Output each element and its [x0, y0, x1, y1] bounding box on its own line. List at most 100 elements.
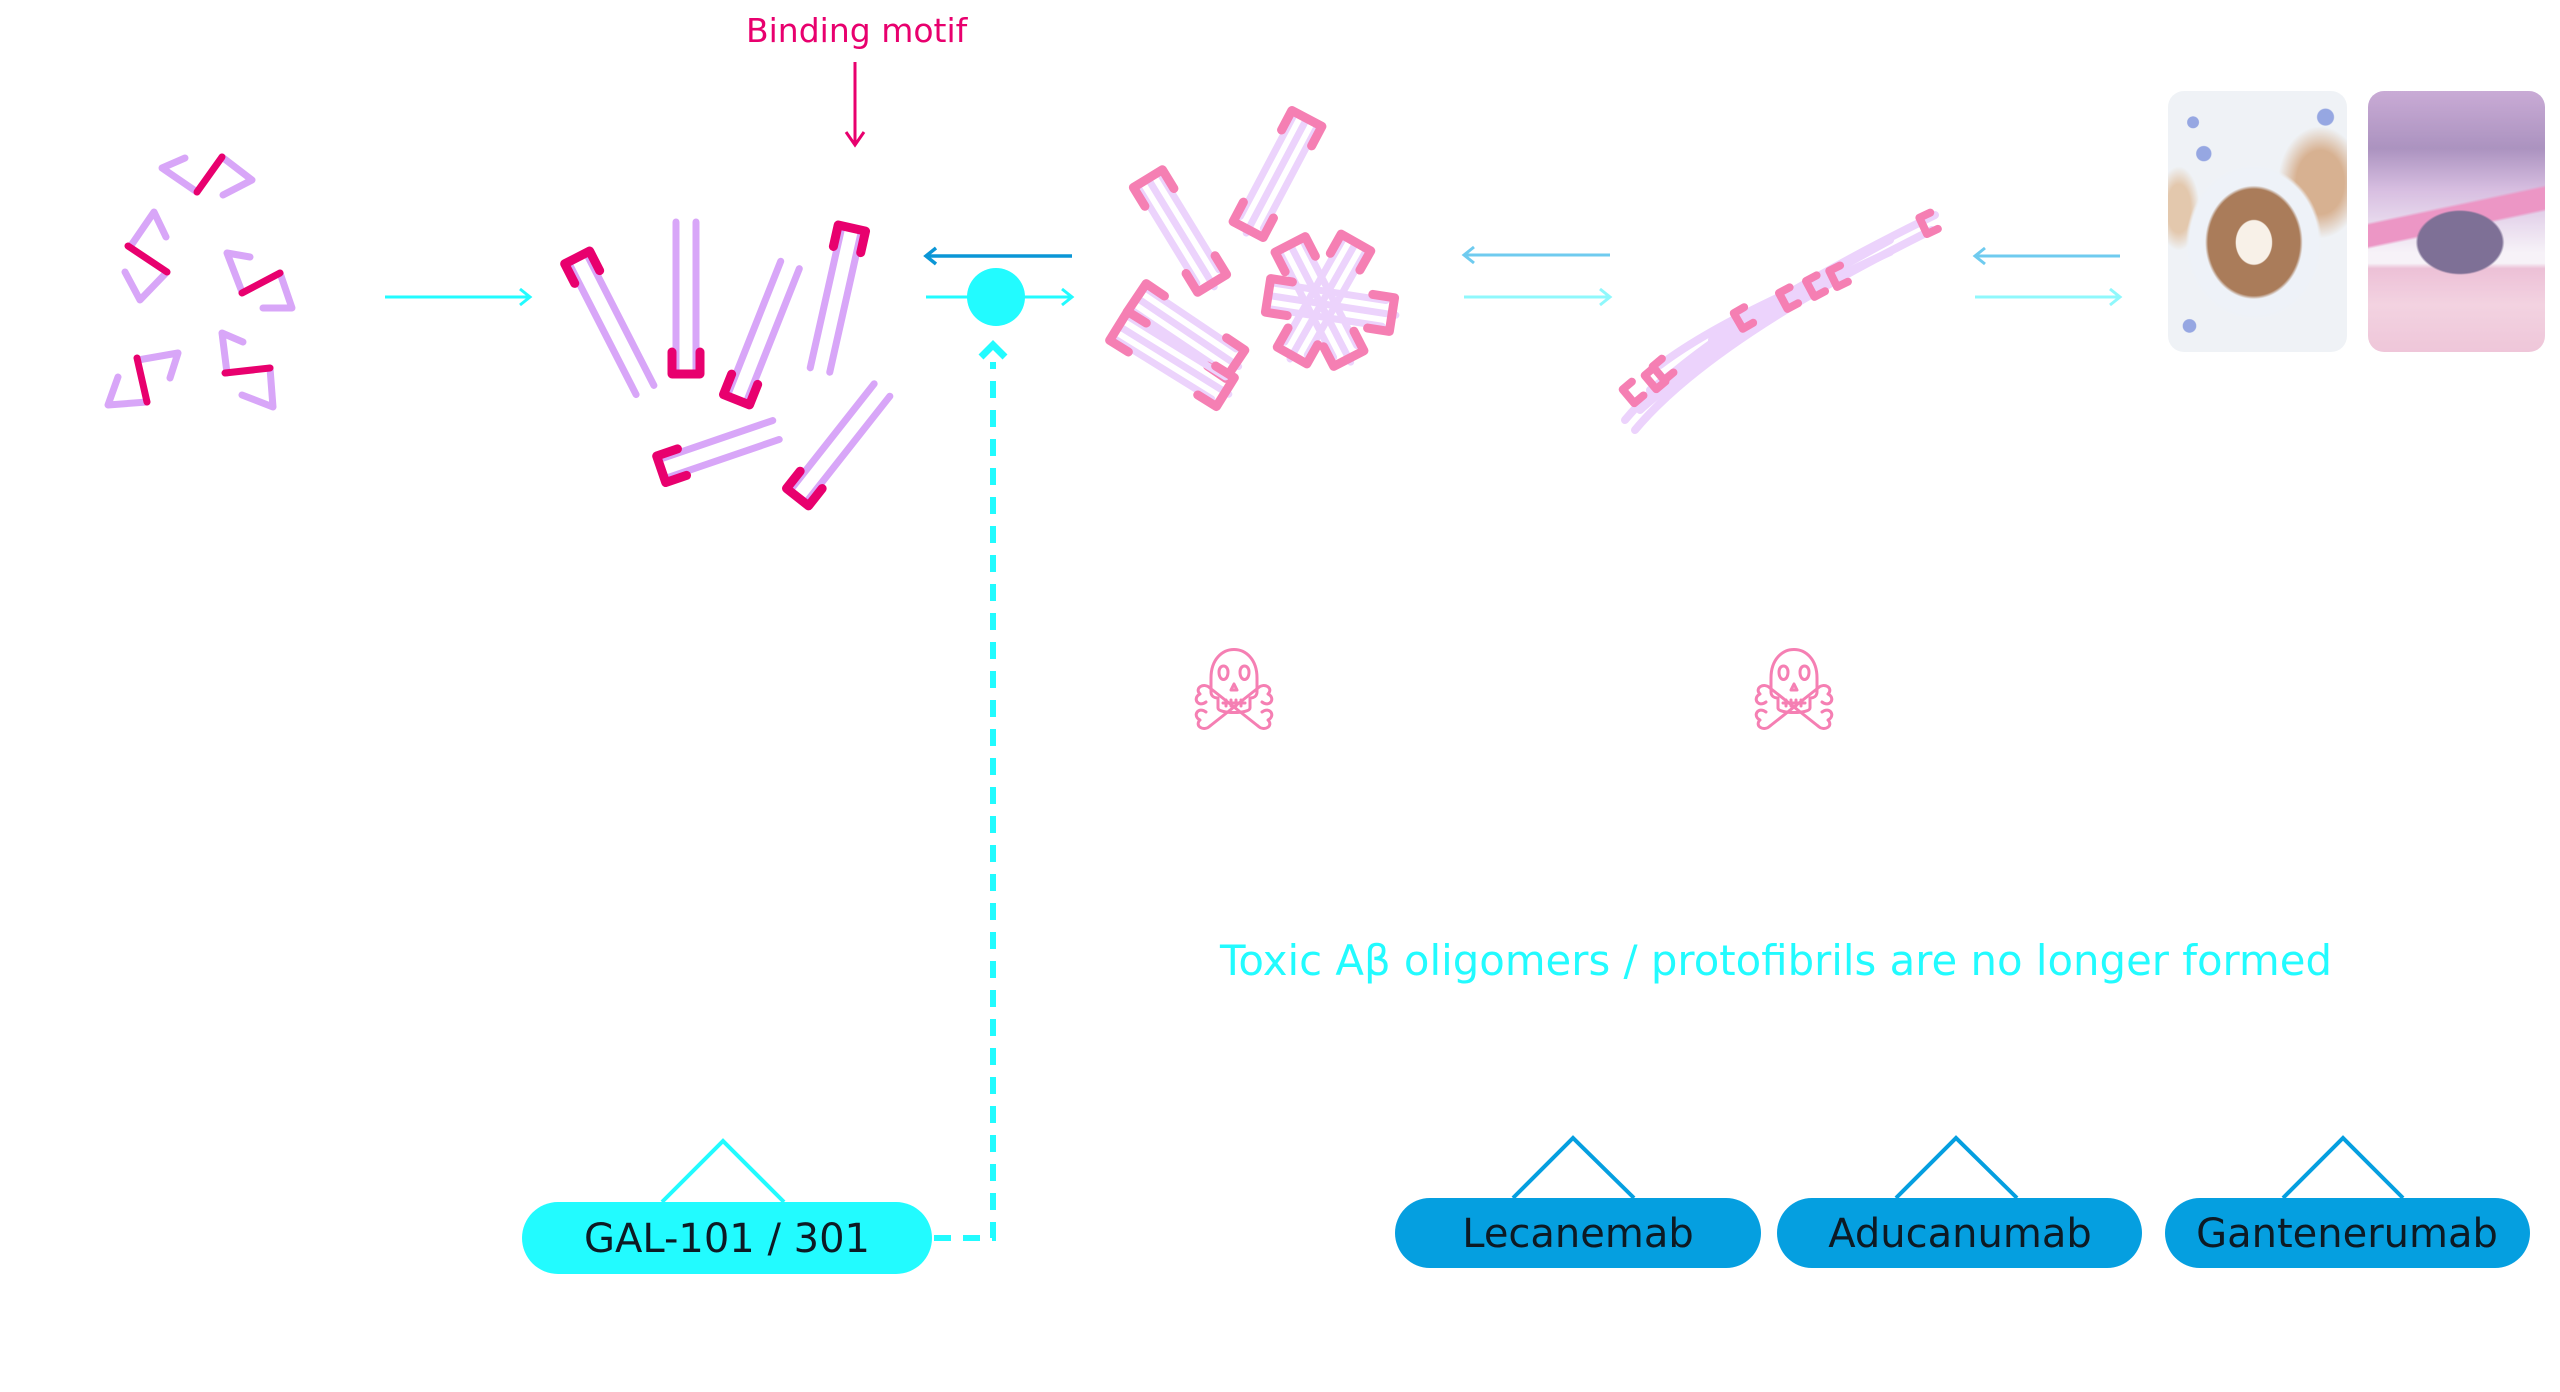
binding-motif-hook — [1775, 283, 1803, 313]
drug-gantenerumab[interactable]: Gantenerumab — [2165, 1135, 2530, 1268]
drug-pill[interactable] — [1777, 1198, 2142, 1268]
monomer-arm — [121, 268, 171, 304]
dashed-connector-arrowhead — [978, 340, 1008, 360]
binding-motif-hook — [1825, 261, 1852, 291]
rod-strand — [725, 257, 785, 396]
skull-crossbones-icon — [1754, 648, 1834, 730]
hook-shape — [1825, 261, 1852, 291]
motif-aggregate — [782, 380, 894, 511]
monomer — [218, 329, 277, 411]
drug-name: GAL-101 / 301 — [584, 1216, 870, 1262]
oligomer — [1228, 106, 1327, 242]
drug-name: Aducanumab — [1828, 1211, 2091, 1257]
drug-pill[interactable] — [2165, 1198, 2530, 1268]
back-arrowhead — [1461, 245, 1475, 265]
protofibril-strand — [1708, 236, 1894, 344]
arrow-monomers-to-aggregates — [385, 287, 533, 307]
hook-shape — [1648, 354, 1678, 385]
tissue-section-image — [2368, 91, 2545, 352]
rod-strand — [1268, 292, 1400, 319]
monomer — [121, 208, 171, 304]
rod-strand — [566, 262, 640, 399]
binding-motif-hook — [782, 466, 827, 511]
protofibril-strand — [1636, 321, 1764, 414]
drug-lecanemab[interactable]: Lecanemab — [1395, 1135, 1761, 1268]
drug-gal-101-301[interactable]: GAL-101 / 301 — [522, 1138, 932, 1274]
binding-motif-segment — [193, 153, 226, 196]
hook-shape — [1640, 363, 1670, 394]
binding-motif-hook — [1228, 197, 1278, 242]
antibody-marker-icon — [1511, 1135, 1636, 1200]
forward-arrowhead — [519, 287, 533, 307]
binding-motif-hook — [667, 347, 705, 379]
drug-pill[interactable] — [522, 1202, 932, 1274]
oligomer-star — [1260, 229, 1400, 371]
dashed-connector-line — [934, 362, 996, 1241]
rod-strand — [743, 265, 803, 404]
drug-aducanumab[interactable]: Aducanumab — [1777, 1135, 2142, 1268]
rod-strand — [826, 230, 865, 376]
motif-aggregate — [806, 220, 871, 376]
monomer-arm — [104, 373, 151, 409]
antibody-marker-icon — [660, 1138, 786, 1204]
binding-motif-hook — [1648, 354, 1678, 385]
drug-name: Lecanemab — [1462, 1211, 1694, 1257]
binding-motif-hook — [1325, 229, 1376, 275]
binding-motif-hook — [719, 369, 763, 410]
monomer — [158, 153, 256, 199]
equilibrium-aggregates-oligomers — [923, 246, 1075, 326]
binding-motif-hook — [1277, 106, 1327, 151]
stage-binding-motif-aggregates — [560, 218, 894, 511]
forward-arrowhead — [1061, 287, 1075, 307]
drug-name: Gantenerumab — [2196, 1211, 2498, 1257]
monomer-arm — [259, 269, 296, 312]
stage-monomers — [104, 153, 296, 411]
back-arrowhead — [923, 246, 938, 266]
binding-motif-hook — [652, 444, 692, 488]
monomer — [223, 249, 296, 312]
binding-motif-annotation: Binding motif — [746, 11, 969, 148]
binding-motif-hook — [1802, 271, 1830, 301]
motif-aggregate — [560, 246, 658, 399]
binding-motif-hook — [1181, 251, 1232, 297]
binding-motif-segment — [133, 354, 151, 406]
binding-motif-hook — [1363, 289, 1400, 336]
rod-strand — [1118, 324, 1233, 398]
binding-motif-hook — [1270, 232, 1320, 277]
binding-motif-arrowhead — [844, 131, 866, 148]
gal-inhibition-connector — [934, 340, 1008, 1241]
binding-motif-hook — [1915, 208, 1942, 239]
binding-motif-label: Binding motif — [746, 11, 969, 50]
protofibril-strand — [1631, 226, 1936, 434]
oligomer — [1105, 306, 1239, 412]
monomer-arm — [158, 154, 201, 196]
forward-arrowhead — [2109, 287, 2123, 307]
amyloid-plaque-stain-image — [2168, 91, 2347, 352]
rod-strand — [1146, 178, 1218, 291]
drug-pill[interactable] — [1395, 1198, 1761, 1268]
hook-shape — [1729, 303, 1758, 333]
binding-motif-hook — [1260, 274, 1297, 321]
binding-motif-segment — [124, 242, 171, 276]
outcome-note: Toxic Aβ oligomers / protofibrils are no… — [1219, 936, 2332, 985]
rod-strand — [584, 252, 658, 389]
binding-motif-segment — [238, 269, 284, 297]
monomer-arm — [218, 153, 256, 199]
motif-aggregate — [652, 417, 783, 488]
monomer-arm — [238, 364, 277, 411]
binding-motif-hook — [1319, 326, 1369, 371]
equilibrium-oligomers-protofibrils — [1461, 245, 1613, 307]
forward-arrowhead — [1599, 287, 1613, 307]
stage-protofibrils — [1618, 208, 1942, 434]
rod-strand — [788, 380, 878, 492]
equilibrium-protofibrils-plaques — [1972, 246, 2123, 307]
stage-oligomers — [1105, 106, 1400, 412]
monomer-arm — [134, 349, 182, 382]
motif-aggregate — [667, 218, 705, 379]
binding-motif-hook — [1618, 377, 1648, 408]
oligomer — [1128, 165, 1232, 297]
rod-strand — [1242, 118, 1309, 237]
binding-motif-hook — [1105, 306, 1151, 357]
